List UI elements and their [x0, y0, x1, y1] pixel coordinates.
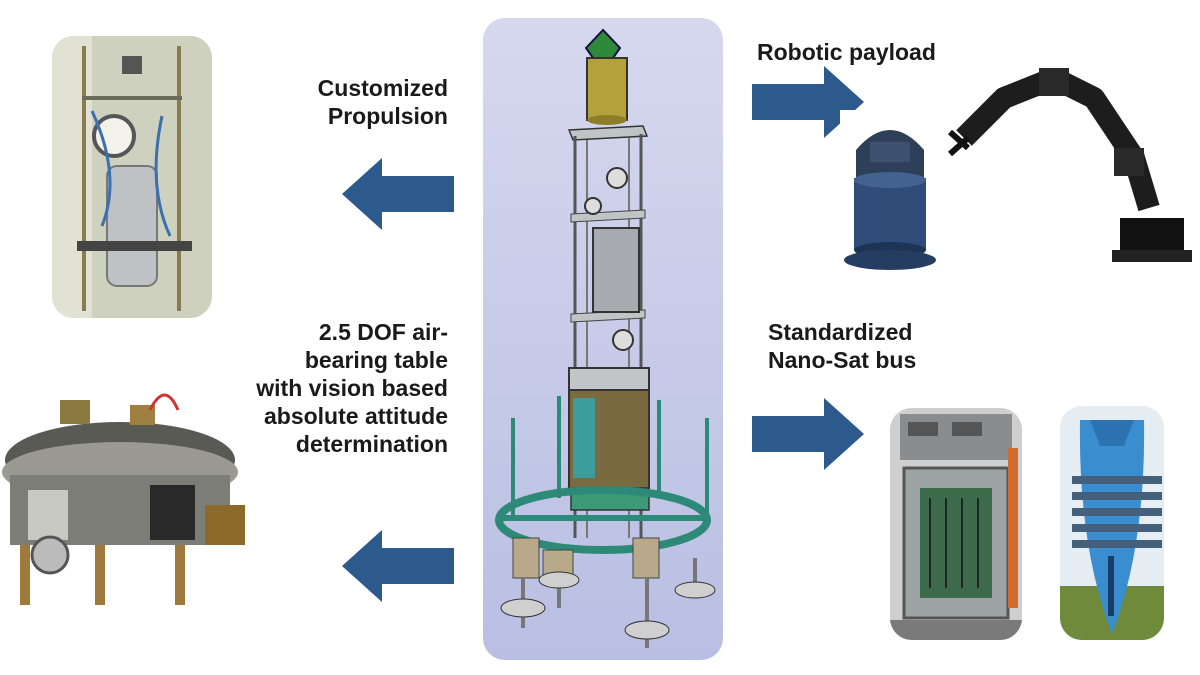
customized-propulsion-label: Customized Propulsion	[317, 75, 448, 129]
nanosat-bus-label: Standardized Nano-Sat bus	[768, 319, 917, 373]
left-arrow-icon	[342, 158, 454, 230]
robotic-arm-photo	[944, 68, 1198, 268]
air-bearing-table-label: 2.5 DOF air- bearing table with vision b…	[256, 319, 448, 457]
air-bearing-table-photo	[0, 380, 256, 636]
spacecraft-simulator-cad-model	[483, 18, 723, 660]
blue-satellite-model-photo	[1060, 406, 1164, 640]
nanosat-bus-photo	[890, 408, 1022, 640]
robot-turret-photo	[840, 110, 940, 274]
right-arrow-icon	[752, 398, 864, 470]
left-arrow-icon	[342, 530, 454, 602]
right-arrow-icon	[752, 66, 864, 138]
propulsion-rig-photo	[52, 36, 212, 318]
robotic-payload-label: Robotic payload	[757, 39, 936, 65]
